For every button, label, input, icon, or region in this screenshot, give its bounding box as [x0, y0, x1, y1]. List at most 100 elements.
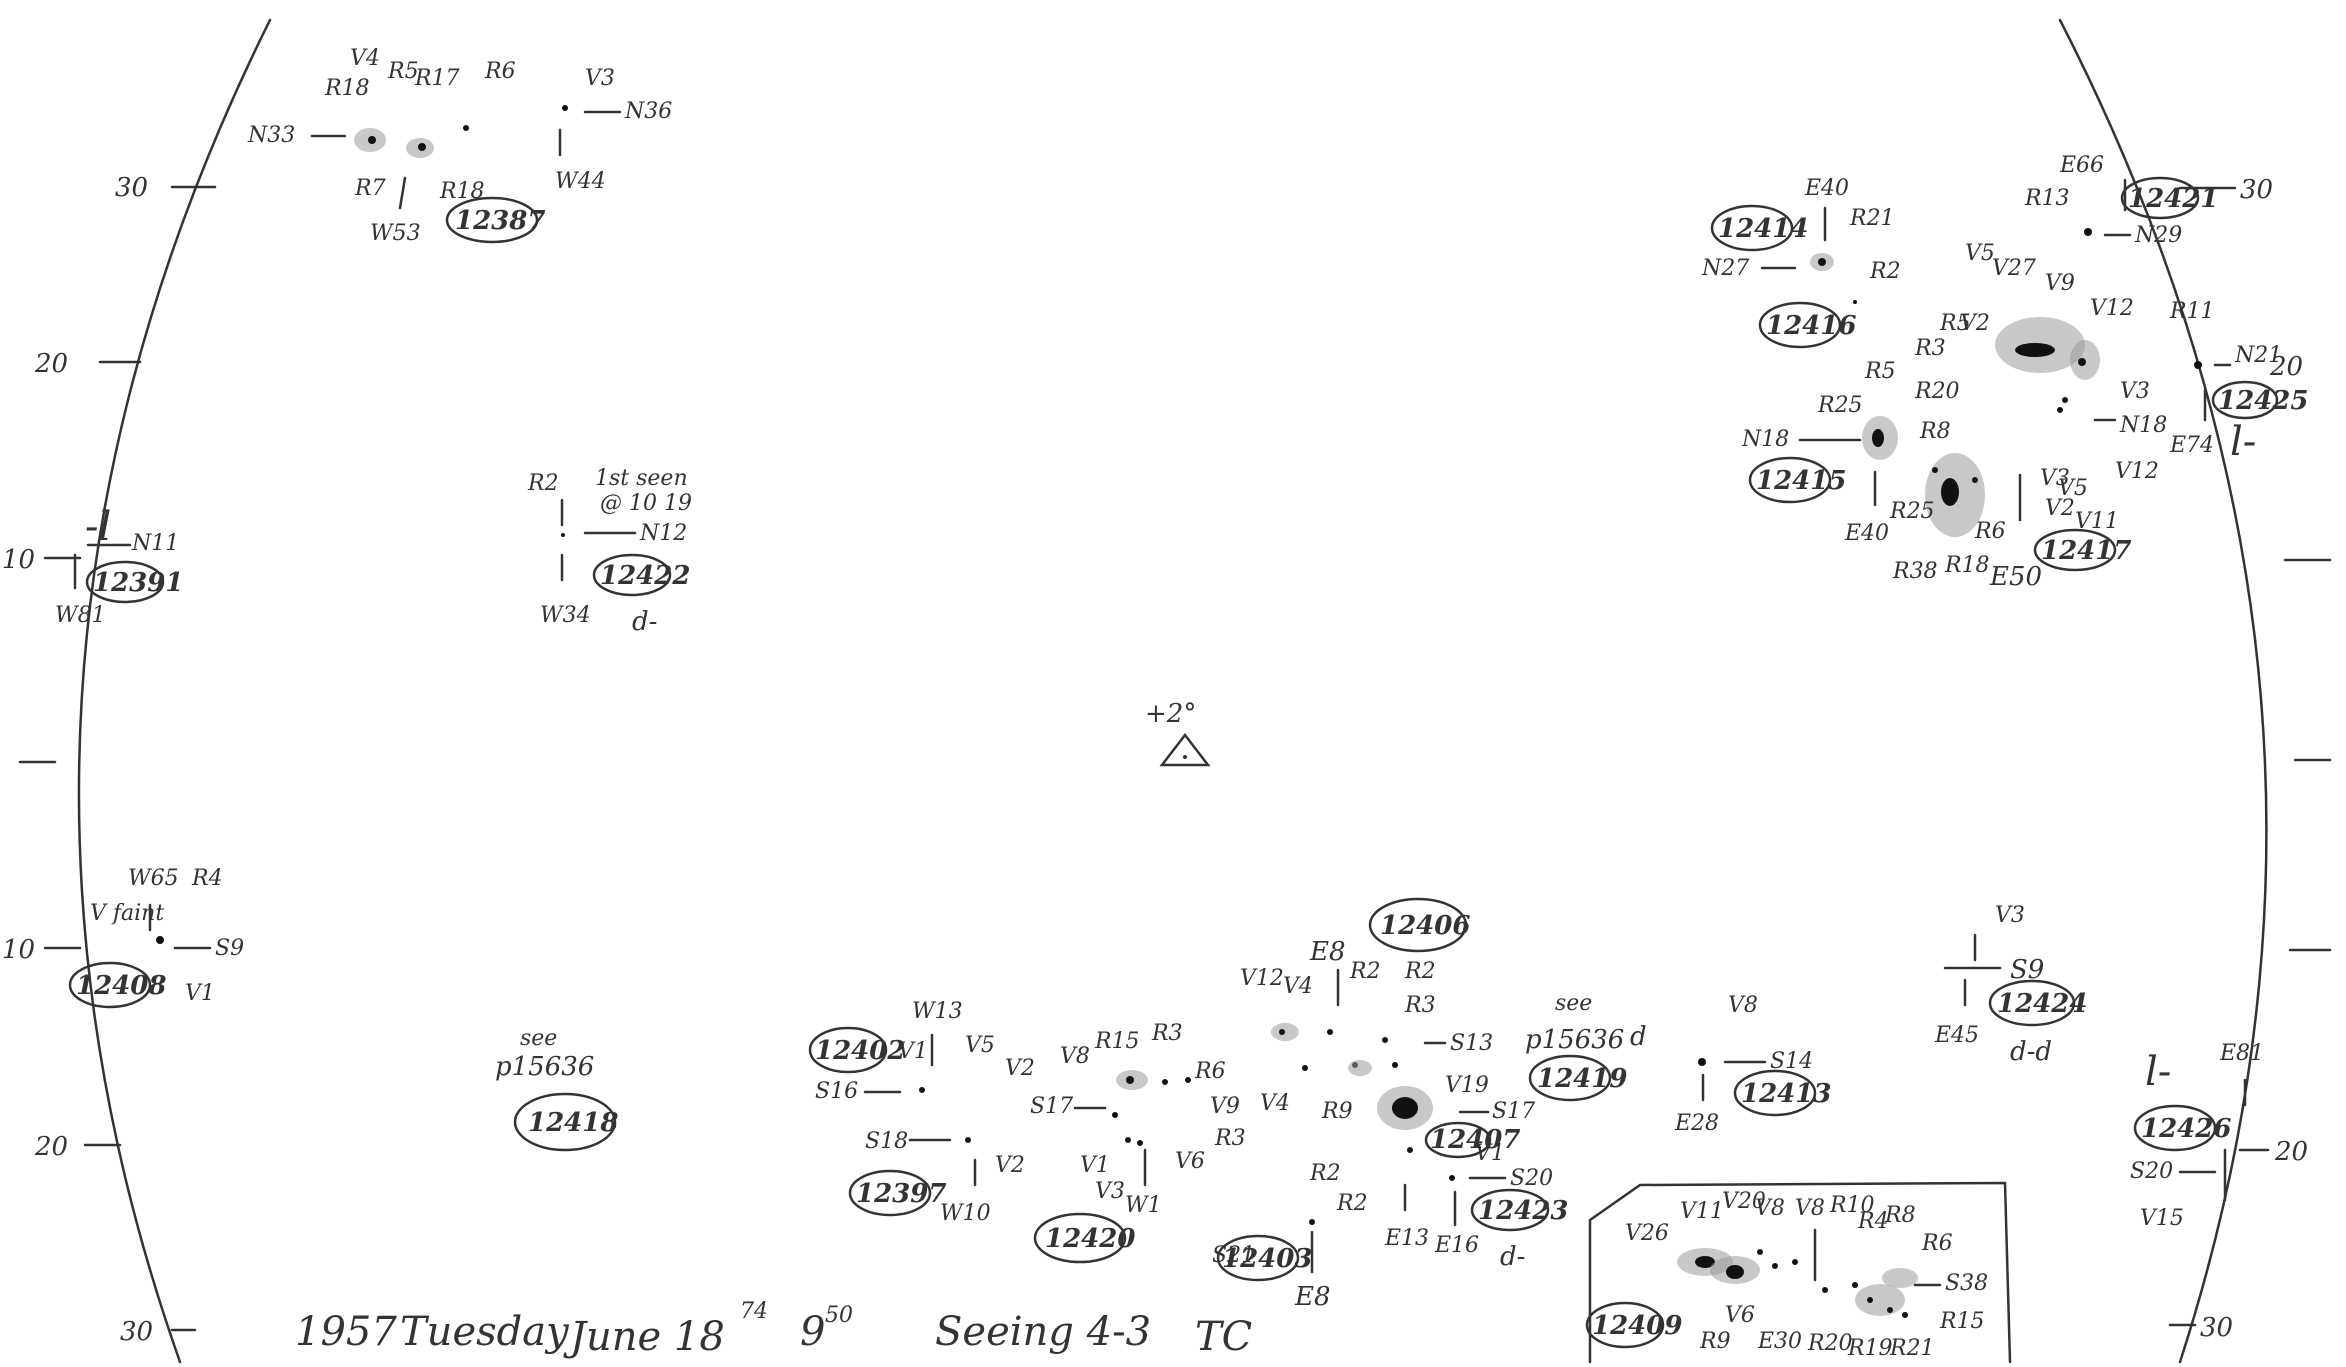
g12409-v8a: V8 [1755, 1196, 1785, 1221]
g12414-number: 12414 [1718, 214, 1808, 244]
g12397-v2a: V2 [1005, 1056, 1035, 1081]
g12402-w13: W13 [912, 999, 963, 1024]
g12422-d: d- [632, 607, 657, 637]
group-12402: W13 V1 V5 S16 12402 [808, 999, 995, 1104]
g12415-r8: R8 [1919, 419, 1951, 444]
g12415-number: 12415 [1756, 466, 1846, 496]
g12415-n18: N18 [1741, 427, 1789, 452]
g12417-v3a: V3 [2120, 379, 2150, 404]
g12406-r2b: R2 [1404, 959, 1436, 984]
g12417-e50: E50 [1989, 562, 2042, 592]
g12408-r4: R4 [191, 866, 223, 891]
g12417-r6: R6 [1974, 519, 2006, 544]
g12426-s20: S20 [2130, 1159, 2173, 1184]
g12418-number: 12418 [528, 1108, 618, 1138]
g12425-r11: R11 [2169, 299, 2215, 324]
g12424-e45: E45 [1934, 1023, 1979, 1048]
g12407-s17: S17 [1492, 1099, 1535, 1124]
g12408-w65: W65 [128, 866, 179, 891]
g12414-r21: R21 [1849, 206, 1895, 231]
g12409-r10: R10 [1829, 1193, 1875, 1218]
g12402-number: 12402 [815, 1036, 905, 1066]
g12387-n36: N36 [624, 99, 672, 124]
center-label: +2° [1145, 699, 1196, 729]
g12409-r21: R21 [1889, 1336, 1935, 1361]
footer-observer: TC [1195, 1314, 1252, 1360]
g12415-r18: R18 [1944, 553, 1990, 578]
g12391-w81: W81 [55, 603, 106, 628]
group-12414: E40 R21 N27 12414 [1701, 176, 1895, 281]
group-12421: E66 R13 N29 12421 [2024, 153, 2218, 248]
g12422-time: @ 10 19 [600, 491, 692, 516]
g12422-number: 12422 [600, 561, 690, 591]
g12409-v20: V20 [1722, 1189, 1766, 1214]
g12387-r17: R17 [414, 66, 460, 91]
g12402-v1: V1 [898, 1039, 928, 1064]
g12421-r13: R13 [2024, 186, 2070, 211]
g12417-v2b: V2 [2045, 496, 2075, 521]
g12417-r5: R5 [1939, 311, 1971, 336]
g12415-r5: R5 [1864, 359, 1896, 384]
g12420-r15: R15 [1094, 1029, 1140, 1054]
g12420-s17: S17 [1030, 1094, 1073, 1119]
g12407-e13: E13 [1384, 1226, 1429, 1251]
g12409-r19: R19 [1847, 1336, 1893, 1361]
footer-date-sup: 74 [740, 1299, 768, 1324]
scale-left: 30 20 10 10 20 30 [2, 173, 217, 1347]
g12417-v5: V5 [1965, 241, 1995, 266]
footer-time: 9 [800, 1309, 825, 1355]
g12397-s18: S18 [865, 1129, 908, 1154]
g12420-v1: V1 [1080, 1153, 1110, 1178]
group-12425: R11 N21 E74 l- 20 12425 [2169, 299, 2308, 465]
g12409-v8b: V8 [1795, 1196, 1825, 1221]
group-12406: E8 V12 V4 R2 R2 R3 S13 V4 R9 12406 [1240, 897, 1493, 1124]
group-12413: V8 S14 E28 12413 [1674, 993, 1831, 1136]
g12424-dd: d-d [2010, 1037, 2052, 1067]
g12408-vfaint: V faint [90, 901, 164, 926]
g12419-plate: p15636 [1525, 1025, 1624, 1055]
g12420-r6: R6 [1194, 1059, 1226, 1084]
g12426-e81: E81 [2219, 1041, 2264, 1066]
g12417-v5b: V5 [2058, 476, 2088, 501]
g12423-number: 12423 [1478, 1196, 1568, 1226]
g12417-number: 12417 [2041, 536, 2131, 566]
g12391-number: 12391 [93, 568, 183, 598]
g12406-v12: V12 [1240, 966, 1284, 991]
g12397-w10: W10 [940, 1201, 991, 1226]
group-12419: see p15636 d 12419 [1525, 991, 1647, 1102]
g12417-v3b: V3 [2040, 466, 2070, 491]
group-12418: see p15636 12418 [495, 1026, 618, 1152]
g12409-r15: R15 [1939, 1309, 1985, 1334]
g12416-r2: R2 [1869, 259, 1901, 284]
g12426-20: 20 [2274, 1137, 2308, 1167]
g12422-r2: R2 [527, 471, 559, 496]
g12415-r25b: R25 [1889, 499, 1935, 524]
group-12409: V26 V11 V20 V8 V8 R10 R4 R8 R6 S38 R9 V6… [1585, 1181, 2012, 1364]
g12420-r3a: R3 [1151, 1021, 1183, 1046]
g12387-number: 12387 [455, 206, 545, 236]
g12417-v2: V2 [1960, 311, 1990, 336]
g12387-r18a: R18 [324, 76, 370, 101]
group-12408: V faint W65 R4 S9 V1 12408 [68, 866, 244, 1009]
g12406-r9: R9 [1321, 1099, 1353, 1124]
scale-left-30-top: 30 [115, 173, 148, 203]
footer-day: Tuesday [400, 1309, 570, 1355]
g12387-r7: R7 [354, 176, 386, 201]
g12419-number: 12419 [1537, 1064, 1627, 1094]
g12421-e66: E66 [2059, 153, 2104, 178]
footer-date: June 18 [563, 1314, 725, 1360]
solar-limb-left [77, 18, 272, 1364]
scale-right-30-bottom: 30 [2200, 1313, 2233, 1343]
g12420-w1: W1 [1125, 1193, 1162, 1218]
g12407-number: 12407 [1430, 1125, 1520, 1155]
scale-right: 30 30 [2168, 175, 2332, 1343]
g12425-number: 12425 [2218, 386, 2308, 416]
g12408-number: 12408 [76, 971, 166, 1001]
g12413-e28: E28 [1674, 1111, 1719, 1136]
footer: 1957 Tuesday June 18 74 9 50 Seeing 4-3 … [295, 1299, 1252, 1360]
g12406-e8: E8 [1309, 937, 1346, 967]
g12424-v3: V3 [1995, 903, 2025, 928]
g12417-v12a: V12 [2090, 296, 2134, 321]
g12416-number: 12416 [1766, 311, 1856, 341]
